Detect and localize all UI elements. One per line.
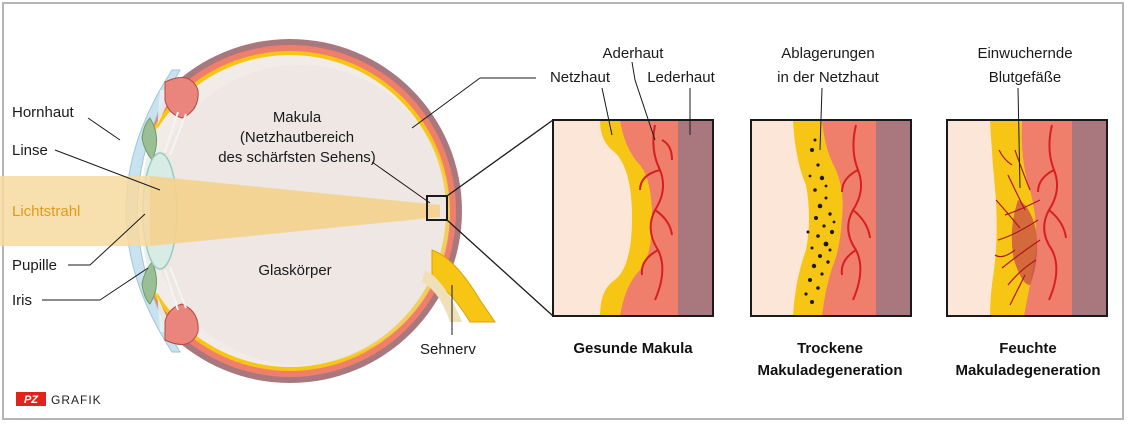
ingrowing-vessels [994, 149, 1041, 306]
dry-deposits [804, 138, 836, 304]
label-linse: Linse [12, 142, 48, 159]
caption-wet-1: Feuchte [999, 340, 1057, 357]
eye-labels: Hornhaut Linse Lichtstrahl Pupille Iris … [12, 77, 536, 358]
light-beam-core [150, 176, 440, 246]
dry-vessels [840, 124, 871, 301]
label-einwuchernde-2: Blutgefäße [989, 69, 1062, 86]
label-iris: Iris [12, 292, 32, 309]
iris-top [141, 117, 157, 161]
caption-wet-2: Makuladegeneration [955, 362, 1100, 379]
label-aderhaut: Aderhaut [603, 45, 665, 62]
label-pupille: Pupille [12, 257, 57, 274]
label-sehnerv: Sehnerv [420, 341, 476, 358]
label-hornhaut: Hornhaut [12, 104, 75, 121]
logo-text: GRAFIK [51, 393, 102, 407]
label-ablagerungen-1: Ablagerungen [781, 45, 874, 62]
panel-healthy: Aderhaut Netzhaut Lederhaut Gesunde Maku… [550, 45, 716, 357]
wet-vessels [1037, 124, 1067, 301]
label-makula-3: des schärfsten Sehens) [218, 149, 376, 166]
eye-cross-section [0, 39, 554, 383]
label-makula-1: Makula [273, 109, 322, 126]
label-glaskoerper: Glaskörper [258, 262, 331, 279]
iris-bottom [141, 261, 157, 305]
panel-wet: Einwuchernde Blutgefäße Feuchte Makulade… [946, 45, 1108, 379]
caption-healthy: Gesunde Makula [573, 340, 693, 357]
magnify-box [426, 195, 448, 221]
label-netzhaut: Netzhaut [550, 69, 611, 86]
label-lichtstrahl: Lichtstrahl [12, 203, 80, 220]
pz-grafik-logo: PZ GRAFIK [16, 392, 102, 407]
logo-badge: PZ [24, 394, 39, 406]
magnify-line-top [446, 119, 554, 197]
ciliary-body-bottom [164, 303, 199, 345]
caption-dry-2: Makuladegeneration [757, 362, 902, 379]
light-beam [0, 176, 440, 246]
magnify-line-bottom [446, 219, 554, 317]
zonule-fibers [164, 111, 187, 311]
label-lederhaut: Lederhaut [647, 69, 715, 86]
label-makula-2: (Netzhautbereich [240, 129, 354, 146]
panel-dry: Ablagerungen in der Netzhaut Trockene Ma… [750, 45, 912, 379]
caption-dry-1: Trockene [797, 340, 863, 357]
label-ablagerungen-2: in der Netzhaut [777, 69, 880, 86]
ciliary-body-top [164, 77, 199, 119]
healthy-vessels [639, 124, 673, 301]
label-einwuchernde-1: Einwuchernde [977, 45, 1072, 62]
